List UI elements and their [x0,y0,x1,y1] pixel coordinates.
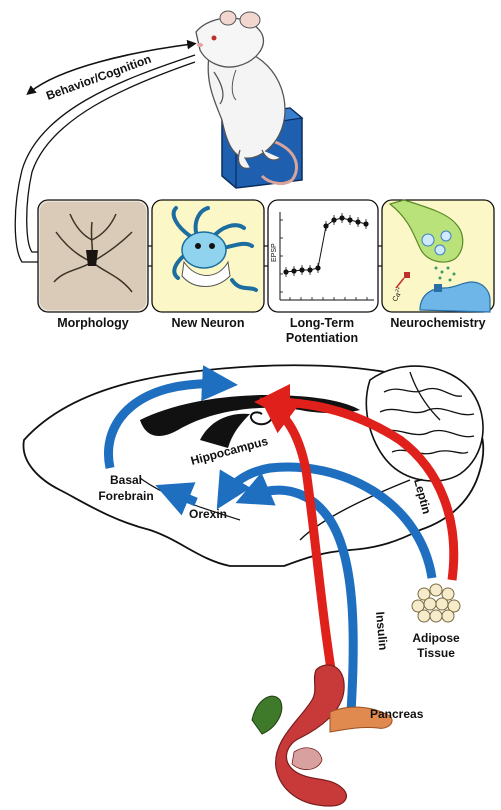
presynaptic-terminal [388,199,464,263]
rat-illustration [195,10,304,189]
ltp-point [331,217,337,223]
panel-morphology-label: Morphology [57,316,129,330]
ltp-axis-label: EPSP [271,243,278,262]
adipose-label-line2: Tissue [417,646,455,660]
panel-ltp-label-line2: Potentiation [286,331,358,345]
ltp-point [355,219,361,225]
behavior-arrow-to-rat [26,39,197,95]
ltp-ticks [280,219,368,300]
ltp-point [307,267,313,273]
leptin-red-to-hippocampus-arrow [254,384,459,581]
red-arrows [254,384,459,701]
basal-to-hippocampus-arrow [104,365,238,469]
insulin-blue-to-orexin-arrow [235,472,358,729]
panel-neurochemistry-label: Neurochemistry [390,316,485,330]
ltp-point [323,223,329,229]
ltp-points [283,213,369,277]
ltp-point [315,265,321,271]
panel-connectors [148,245,382,267]
pancreas-label: Pancreas [370,707,424,721]
ltp-point [339,215,345,221]
ltp-point [347,217,353,223]
insulin-red-to-hippocampus-arrow [259,397,341,701]
panel-ltp-label-line1: Long-Term [290,316,354,330]
ltp-point [299,267,305,273]
pancreas-illustration [251,664,393,807]
panel-ltp: EPSP Long-Term Potentiation [267,199,379,345]
cerebellum [365,365,484,482]
calcium-ion-label: Ca2+ [390,286,405,303]
ltp-point [283,269,289,275]
orexin-label: Orexin [189,507,227,521]
panel-new-neuron: New Neuron [151,199,265,330]
insulin-label: Insulin [373,611,390,651]
adipose-tissue-icon [411,583,461,623]
adipose-label-line1: Adipose [412,631,460,645]
ltp-point [291,268,297,274]
orexin-to-basal-arrow [155,482,198,516]
panel-neurochemistry: Ca2+ Neurochemistry [381,199,495,330]
basal-forebrain-label-line2: Forebrain [98,489,153,503]
ltp-point [363,221,369,227]
behavior-cognition-label: Behavior/Cognition [44,52,153,103]
panel-new-neuron-label: New Neuron [172,316,245,330]
basal-forebrain-label-line1: Basal [110,473,142,487]
behavior-loop-line-inner [26,61,196,253]
neuron-icon [171,206,258,292]
panel-morphology: Morphology [37,199,149,330]
behavior-loop-line [14,54,196,263]
